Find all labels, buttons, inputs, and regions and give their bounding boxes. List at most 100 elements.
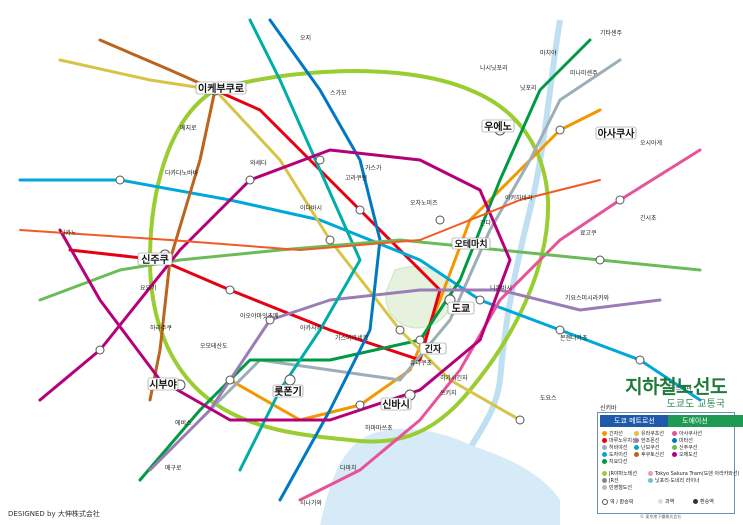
legend-label: 미타선 [679,438,693,444]
station-yoyogi: 요요기 [140,284,157,292]
legend-jr: JR선 [602,478,619,484]
legend-label: Tokyo Sakura Tram(도덴 아라카와선) [655,471,740,477]
station-roppongi: 롯폰기 [274,385,302,398]
fukutoshin-line-swatch-icon [634,452,639,457]
chiyoda-line-swatch-icon [602,459,607,464]
station-kanda: 간다 [480,219,492,227]
legend-label: 아사쿠사선 [679,431,703,437]
legend-tozai: 도자이선 [602,452,627,458]
legend-label: 도자이선 [609,452,628,458]
legend-sakura-tram: Tokyo Sakura Tram(도덴 아라카와선) [648,471,739,477]
legend-label: 과역 [665,499,675,505]
ginza-line-swatch-icon [602,431,607,436]
map-title: 지하철노선도 [625,376,727,398]
station-ryogoku: 료고쿠 [580,230,597,237]
station-ueno: 우에노 [484,120,512,133]
legend-private-railway: 민영철도선 [602,485,632,491]
station-yurakucho: 유라쿠초 [410,359,433,367]
copyright-footnote: © 東京地下鐵株式会社 [640,514,682,519]
legend-marunouchi: 마루노우치선 [602,438,637,444]
station-asakusa: 아사쿠사 [598,127,636,140]
station-machiya: 마치야 [540,49,557,57]
station-waseda: 와세다 [250,159,267,167]
ginza-line [228,108,602,422]
station-shinagawa: 시나가와 [300,499,323,507]
tozai-line [18,178,702,402]
asakusa-line [298,148,702,502]
legend-label: 지요다선 [609,459,628,465]
station-higashi-ginza: 히가시긴자 [440,374,468,382]
station-mejiro: 메지로 [180,124,197,132]
station-kita-senju: 기타센주 [600,29,623,37]
shinjuku-line-swatch-icon [672,445,677,450]
legend-label: 역 / 환승역 [610,499,634,506]
shinjuku-line [38,238,702,302]
station-hamamatsucho: 하마마쓰초 [365,424,393,432]
station-kiyosumi-shirakawa: 기요스미시라카와 [565,294,610,302]
station-ikebukuro: 이케부쿠로 [198,82,244,95]
station-tsukiji: 쓰키지 [440,389,457,397]
legend-label: JR선 [609,478,619,484]
legend-ginza: 긴자선 [602,431,623,437]
station-korakuen: 고라쿠엔 [345,174,368,182]
station-meguro: 메구로 [165,464,182,472]
station-tokyo: 도쿄 [452,303,470,315]
fukutoshin-line [98,38,217,402]
legend-label: JR야마노테선 [609,471,637,477]
asakusa-line-swatch-icon [672,431,677,436]
title-block: 지하철노선도 도쿄도 교통국 [598,372,731,412]
hibiya-line-swatch-icon [602,445,607,450]
station-shinjuku: 신주쿠 [141,253,169,266]
legend-toei-header: 도에이선 [668,415,743,427]
station-minami-senju: 미나미센주 [570,69,598,77]
station-ginza: 긴자 [425,343,442,355]
designer-credit: DESIGNED by 大伸株式会社 [8,510,100,518]
legend-yurakucho: 유라쿠초선 [634,431,664,437]
station-tamachi: 다마치 [340,464,357,472]
hanzomon-line-swatch-icon [634,438,639,443]
legend-label: 신주쿠선 [679,445,698,451]
legend-label: 민영철도선 [609,485,633,491]
legend-label: 긴자선 [609,431,623,437]
station-kasuga: 가스가 [365,164,382,172]
yamanote-line [147,69,551,444]
legend-symbol-transfer: 환승역 [693,499,714,505]
legend-label: 유라쿠초선 [641,431,665,437]
station-aoyama-itchome: 아오야마잇초메 [240,312,279,320]
mita-line [268,18,382,502]
legend-hanzomon: 한조몬선 [634,438,659,444]
station-nishi-nippori: 니시닛포리 [480,64,508,72]
station-toyosu: 도요스 [540,395,557,402]
station-shimbashi: 신바시 [382,398,410,411]
station-ochanomizu: 오차노미즈 [410,199,438,207]
station-omotesando: 오모테산도 [200,342,228,350]
legend-asakusa: 아사쿠사선 [672,431,702,437]
legend-fukutoshin: 후쿠토신선 [634,452,664,458]
legend-symbol-station: 역 / 환승역 [602,499,633,506]
legend-label: 히비야선 [609,445,628,451]
namboku-line-swatch-icon [634,445,639,450]
legend-shinjuku-line: 신주쿠선 [672,445,697,451]
hibiya-line [198,58,622,422]
legend-metro-header: 도쿄 메트로선 [600,415,678,427]
station-nakano: 나카노 [60,229,77,237]
station-monzen-nakacho: 몬젠나카초 [560,334,588,342]
station-otemachi: 오테마치 [454,238,487,250]
transfer-station-icon [693,499,698,504]
station-ebisu: 에비스 [175,419,192,427]
mita-line-swatch-icon [672,438,677,443]
station-akihabara: 아키하바라 [505,194,533,202]
station-nippori: 닛포리 [520,84,537,92]
station-shin-kiba: 신키바 [600,404,617,412]
legend-hibiya: 히비야선 [602,445,627,451]
legend-panel: 도쿄 메트로선 도에이선 긴자선 마루노우치선 히비야선 도자이선 지요다선 유… [597,412,743,514]
yamanote-line-swatch-icon [602,471,607,476]
oedo-line-swatch-icon [672,452,677,457]
tokyo-bay [320,428,560,525]
private-railway-swatch-icon [602,485,607,490]
legend-label: 오에도선 [679,452,698,458]
legend-label: 닛포리·도네리 라이너 [655,478,700,484]
station-takadanobaba: 다카다노바바 [165,169,199,177]
station-oshiage: 오시아게 [640,139,662,147]
sumida-river [457,19,563,471]
